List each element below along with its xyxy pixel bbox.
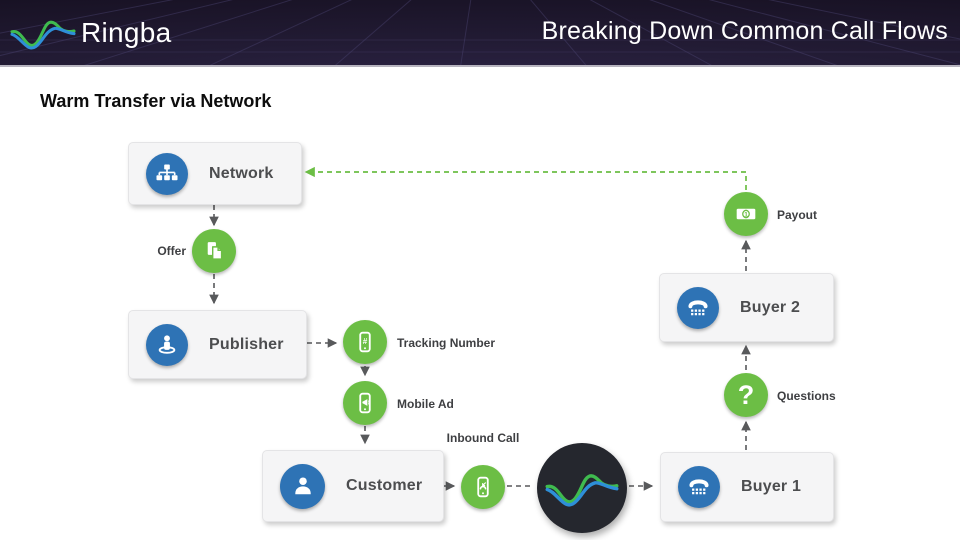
phone-megaphone-icon [343, 381, 387, 425]
person-marker-icon [146, 323, 188, 366]
phone-hash-icon: # [343, 320, 387, 364]
documents-icon [192, 229, 236, 273]
node-buyer1: Buyer 1 [660, 452, 834, 522]
ringba-waveform-icon [10, 20, 76, 50]
node-buyer2: Buyer 2 [659, 273, 834, 342]
slide-title: Breaking Down Common Call Flows [541, 17, 948, 45]
question-glyph: ? [737, 379, 755, 410]
step-questions-label: Questions [777, 389, 836, 403]
step-payout-label: Payout [777, 208, 818, 222]
step-offer-label: Offer [157, 244, 186, 258]
node-buyer2-label: Buyer 2 [740, 298, 801, 316]
step-tracking-label: Tracking Number [397, 336, 496, 350]
person-icon [280, 463, 325, 509]
phone-keypad-icon [677, 286, 719, 329]
node-publisher: Publisher [128, 310, 307, 379]
hash-glyph: # [363, 337, 368, 346]
ringba-hub [537, 443, 627, 533]
phone-incoming-icon [461, 465, 505, 509]
header: Ringba Breaking Down Common Call Flows [0, 0, 960, 67]
node-publisher-label: Publisher [209, 335, 284, 353]
question-icon: ? [724, 373, 768, 417]
ringba-logo: Ringba [10, 6, 172, 60]
node-buyer1-label: Buyer 1 [741, 478, 802, 495]
header-grid-pattern [0, 0, 960, 65]
sitemap-icon [146, 152, 188, 195]
bill-denomination-glyph: 1 [744, 211, 748, 218]
money-bill-icon: 1 [724, 192, 768, 236]
node-network-label: Network [209, 164, 274, 182]
step-mobilead-label: Mobile Ad [397, 397, 454, 411]
phone-keypad-icon [678, 466, 720, 508]
node-customer: Customer [262, 450, 444, 522]
connector-payout-network [304, 166, 747, 190]
brand-name: Ringba [81, 17, 172, 48]
step-inboundcall-label: Inbound Call [446, 431, 520, 445]
flow-heading: Warm Transfer via Network [40, 91, 272, 111]
node-network: Network [128, 142, 302, 205]
ringba-waveform-icon [545, 474, 619, 507]
node-customer-label: Customer [346, 477, 423, 494]
